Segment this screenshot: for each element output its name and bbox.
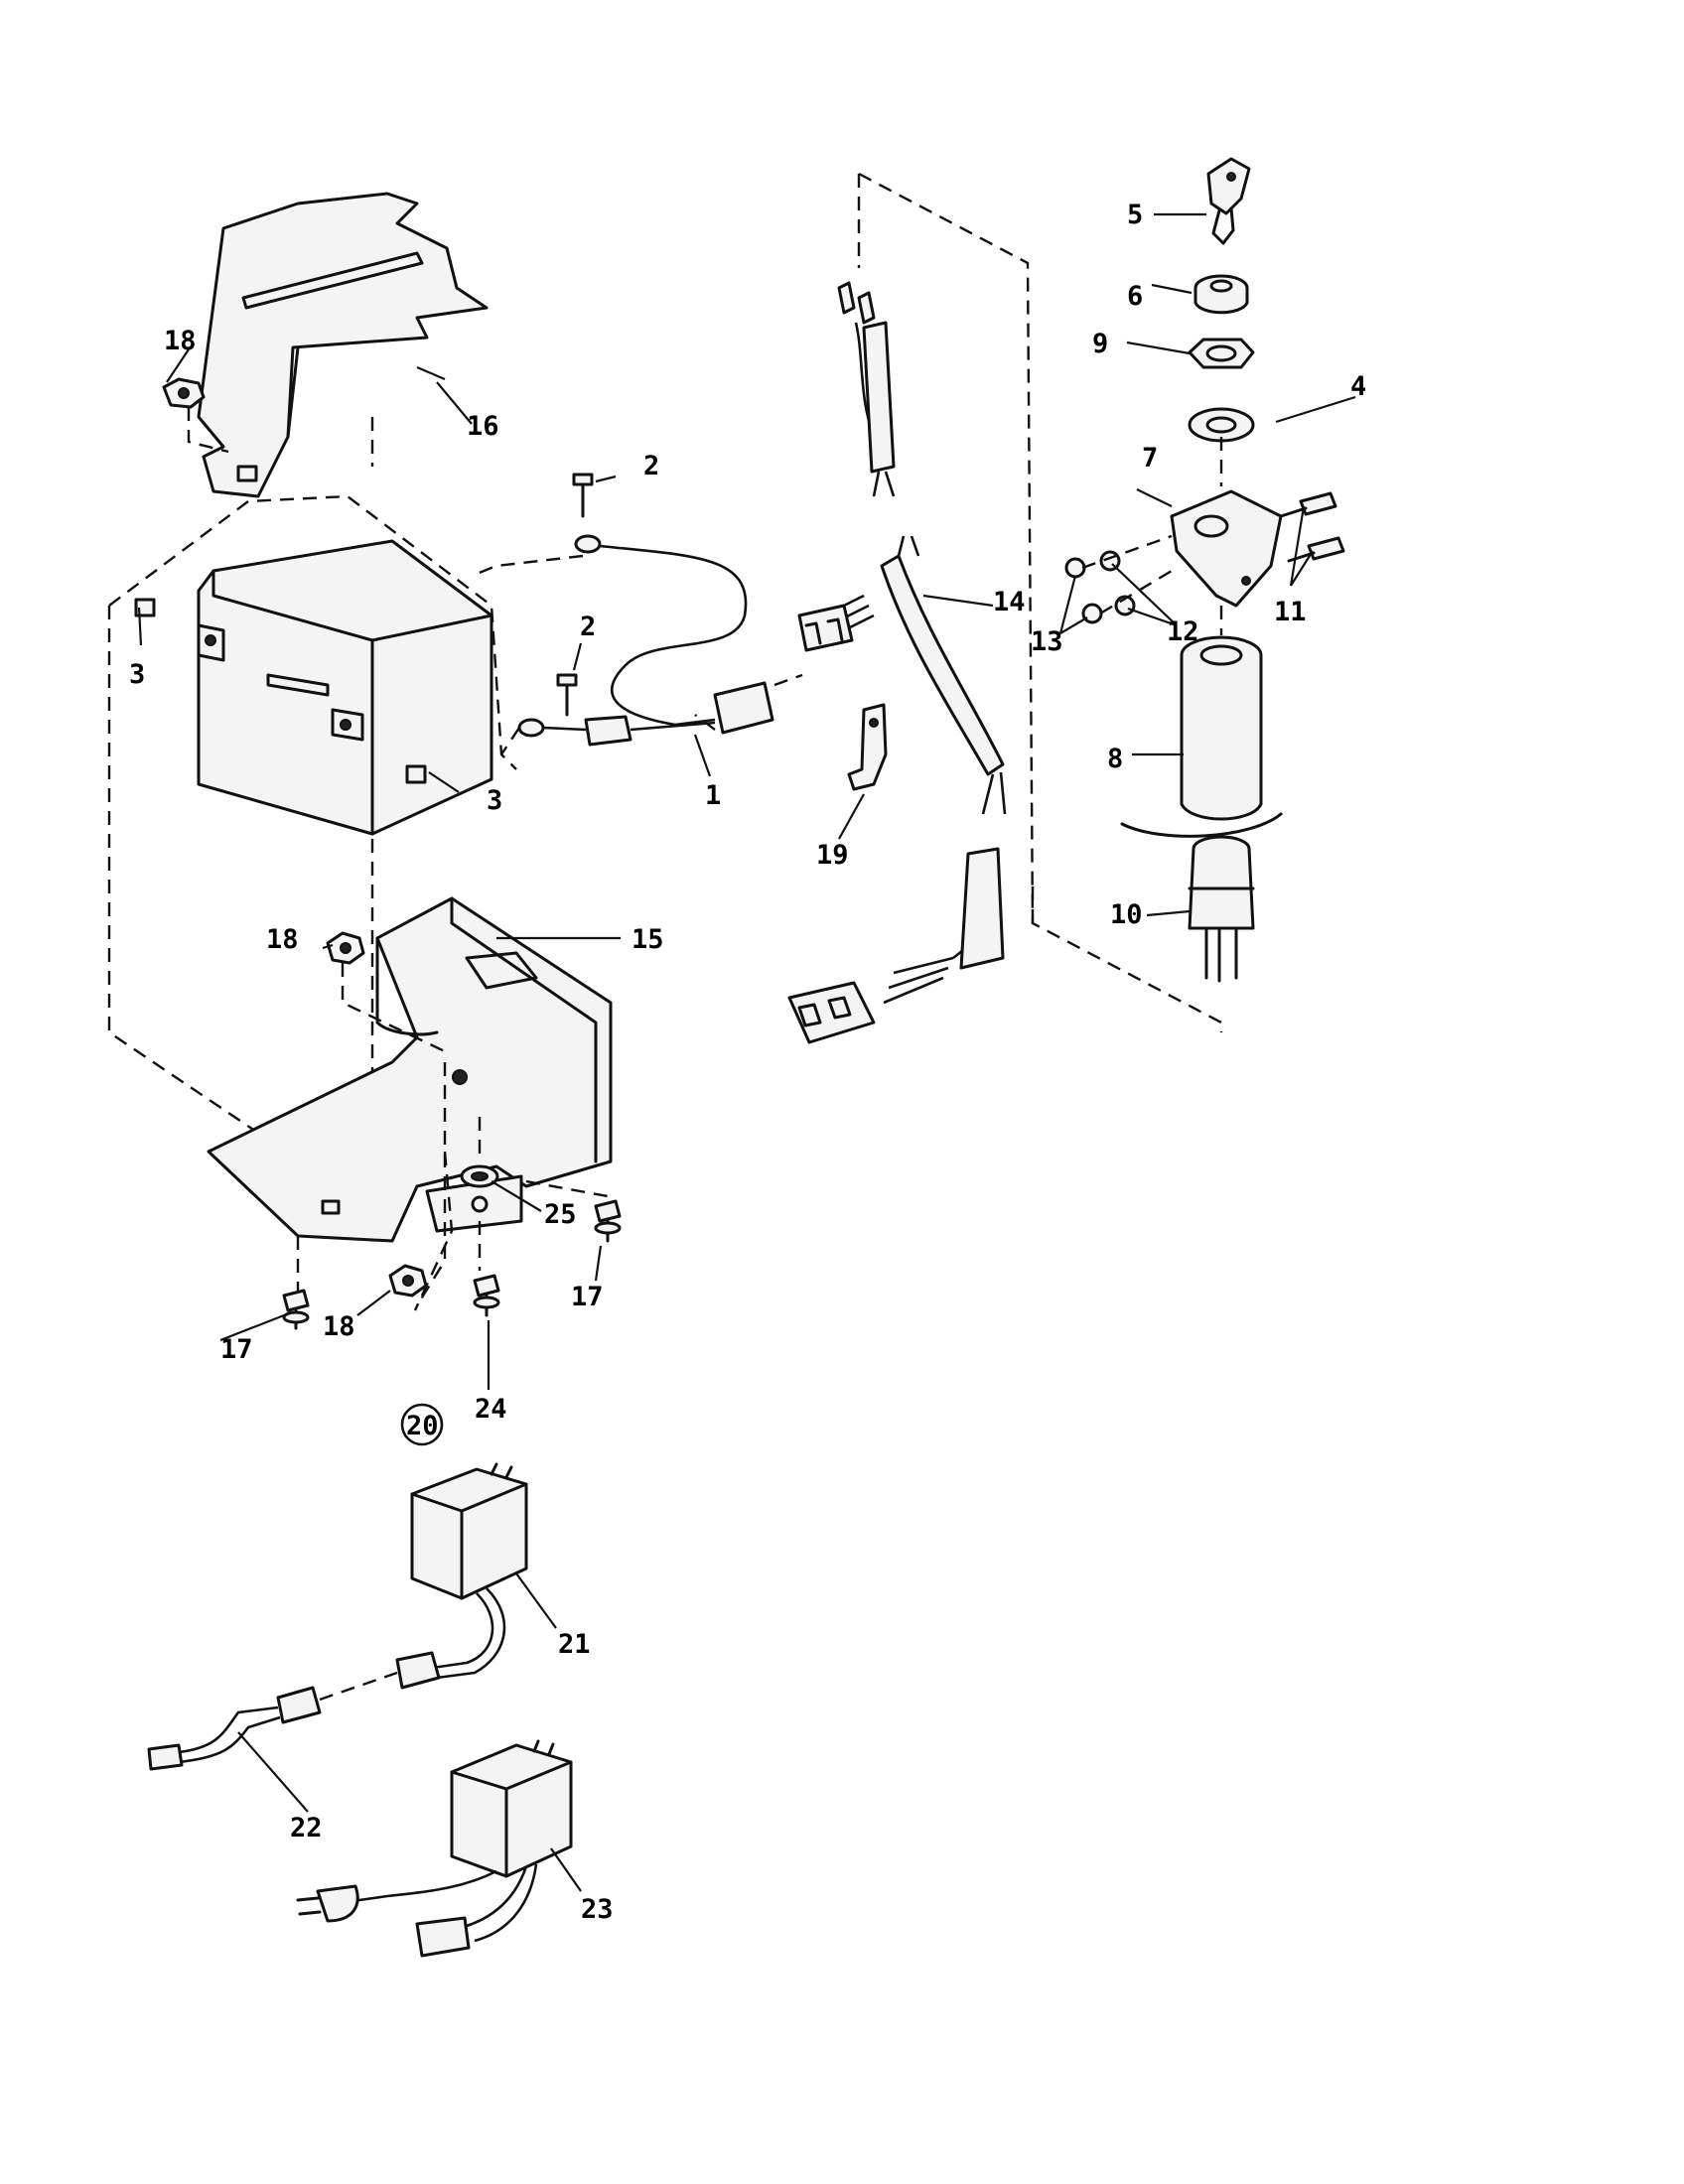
bracket-screws-11 xyxy=(1279,491,1345,563)
callout-16: 16 xyxy=(467,411,499,442)
wire-clip xyxy=(847,703,888,791)
callout-21: 21 xyxy=(558,1629,591,1660)
callout-17-left: 17 xyxy=(220,1334,253,1365)
nut-18-top xyxy=(162,377,206,409)
callout-8: 8 xyxy=(1107,744,1123,774)
flat-washers-12 xyxy=(1099,550,1136,616)
battery xyxy=(197,539,493,836)
callout-13: 13 xyxy=(1031,626,1063,657)
ignition-key xyxy=(1206,157,1251,245)
callout-2-lower: 2 xyxy=(580,612,596,642)
battery-charger-23 xyxy=(296,1739,573,1958)
callout-18-bottom: 18 xyxy=(323,1311,355,1342)
switch-mounting-bracket xyxy=(1170,489,1283,608)
callout-1: 1 xyxy=(705,780,721,811)
bolt-2-upper xyxy=(572,473,594,518)
screw-17-left xyxy=(282,1289,310,1330)
nut-18-bottom xyxy=(388,1264,428,1297)
callout-6: 6 xyxy=(1127,281,1143,312)
grommet-25 xyxy=(460,1164,499,1188)
callout-3-right: 3 xyxy=(487,785,502,816)
callout-25: 25 xyxy=(544,1199,577,1230)
screw-17-right xyxy=(594,1199,622,1243)
leader-lines xyxy=(137,212,1356,1892)
callout-15: 15 xyxy=(632,924,664,955)
callout-5: 5 xyxy=(1127,200,1143,230)
nut-18-middle xyxy=(326,931,365,965)
battery-hold-down-bracket xyxy=(197,192,489,498)
callout-17-right: 17 xyxy=(571,1282,604,1312)
battery-pad-3-right xyxy=(405,764,427,784)
bolt-2-lower xyxy=(556,673,578,717)
adapter-harness-22 xyxy=(147,1686,322,1771)
callout-14: 14 xyxy=(993,587,1026,617)
key-switch-harness xyxy=(787,281,1007,1044)
callout-11: 11 xyxy=(1274,597,1307,627)
callout-9: 9 xyxy=(1092,329,1108,359)
battery-charger-21 xyxy=(395,1462,528,1690)
callout-4: 4 xyxy=(1350,371,1366,402)
callout-3-left: 3 xyxy=(129,659,145,690)
callout-10: 10 xyxy=(1110,899,1143,930)
battery-cable xyxy=(517,534,774,747)
callout-2-upper: 2 xyxy=(643,451,659,481)
callout-24: 24 xyxy=(475,1394,507,1425)
screw-24 xyxy=(473,1274,500,1317)
callout-22: 22 xyxy=(290,1813,323,1843)
callout-19: 19 xyxy=(816,840,849,871)
switch-washer xyxy=(1188,407,1255,443)
callout-12: 12 xyxy=(1167,616,1199,647)
ignition-switch xyxy=(1120,812,1283,983)
callout-23: 23 xyxy=(581,1894,614,1925)
switch-boot xyxy=(1180,635,1263,821)
battery-pad-3-left xyxy=(134,598,156,617)
callout-18-middle: 18 xyxy=(266,924,299,955)
callout-7: 7 xyxy=(1142,443,1158,474)
callout-20: 20 xyxy=(406,1411,439,1441)
battery-tray xyxy=(207,896,613,1243)
switch-cap xyxy=(1193,274,1249,315)
switch-nut xyxy=(1188,338,1255,369)
callout-18-top: 18 xyxy=(164,326,197,356)
